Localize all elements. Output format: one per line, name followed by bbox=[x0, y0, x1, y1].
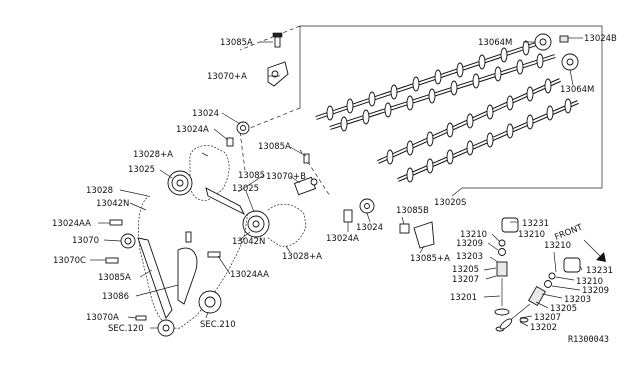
label-13210-upper[interactable]: 13210 bbox=[460, 230, 487, 240]
label-13086[interactable]: 13086 bbox=[102, 292, 129, 302]
label-13070c[interactable]: 13070C bbox=[53, 256, 86, 266]
label-sec120[interactable]: SEC.120 bbox=[108, 324, 144, 334]
sprocket-13070 bbox=[120, 233, 136, 249]
bolt-13024a-left bbox=[226, 137, 234, 147]
label-13209-right[interactable]: 13209 bbox=[582, 286, 609, 296]
camshafts bbox=[315, 38, 579, 183]
label-13024aa-upper[interactable]: 13024AA bbox=[52, 219, 91, 229]
label-13028a-upper[interactable]: 13028+A bbox=[133, 150, 173, 160]
bolt-13085a-mid bbox=[303, 153, 310, 164]
label-13064m-upper[interactable]: 13064M bbox=[478, 38, 512, 48]
label-13024b[interactable]: 13024B bbox=[584, 34, 617, 44]
label-13205-upper[interactable]: 13205 bbox=[452, 265, 479, 275]
label-13210-left[interactable]: 13210 bbox=[518, 230, 545, 240]
label-13202[interactable]: 13202 bbox=[530, 323, 557, 333]
tensioner-13070a-top bbox=[267, 61, 289, 87]
front-arrow-icon bbox=[583, 239, 606, 262]
label-front: FRONT bbox=[553, 222, 584, 242]
timing-chain-13028a-upper bbox=[189, 145, 230, 201]
valve-assembly-right bbox=[499, 257, 581, 330]
leader-lines bbox=[90, 37, 583, 329]
label-13201[interactable]: 13201 bbox=[450, 293, 477, 303]
camshaft-2 bbox=[329, 53, 556, 132]
label-13203-right[interactable]: 13203 bbox=[564, 295, 591, 305]
valve-assembly-left bbox=[494, 217, 519, 332]
label-13024-bottom[interactable]: 13024 bbox=[356, 223, 383, 233]
bolt-13024b bbox=[559, 35, 569, 43]
bolt-13085a-top bbox=[272, 32, 283, 48]
label-13028a-lower[interactable]: 13028+A bbox=[282, 252, 322, 262]
part-labels: 13085A 13070+A 13024 13024A 13028+A 1302… bbox=[52, 34, 617, 345]
camshaft-sprocket-13064m-lower bbox=[561, 53, 579, 71]
camshaft-3 bbox=[377, 78, 561, 165]
label-13085[interactable]: 13085 bbox=[238, 171, 265, 181]
label-13210-right[interactable]: 13210 bbox=[544, 241, 571, 251]
label-13085a-lower[interactable]: 13085A bbox=[98, 273, 131, 283]
bolt-13042n-upper bbox=[185, 231, 192, 243]
bolt-13085b bbox=[399, 223, 410, 234]
label-13024aa-lower[interactable]: 13024AA bbox=[230, 270, 269, 280]
label-13209-upper[interactable]: 13209 bbox=[456, 239, 483, 249]
bolt-13070c bbox=[105, 257, 119, 264]
label-13085b[interactable]: 13085B bbox=[396, 206, 429, 216]
camshaft-set-box bbox=[239, 25, 603, 197]
reference-code: R1300043 bbox=[568, 335, 609, 345]
label-13207-upper[interactable]: 13207 bbox=[452, 275, 479, 285]
bracket-13085a-plus bbox=[413, 221, 435, 249]
bolt-13070a-lower bbox=[135, 315, 147, 321]
timing-chain-13028a-lower bbox=[267, 203, 307, 247]
bolt-13024a-bottom bbox=[343, 209, 353, 223]
label-13042n-upper[interactable]: 13042N bbox=[96, 199, 129, 209]
label-13070[interactable]: 13070 bbox=[72, 236, 99, 246]
label-13070b[interactable]: 13070+B bbox=[266, 172, 306, 182]
label-13024a-bottom[interactable]: 13024A bbox=[326, 234, 359, 244]
label-13231-right[interactable]: 13231 bbox=[586, 266, 613, 276]
label-13024-left[interactable]: 13024 bbox=[192, 109, 219, 119]
camshaft-sprocket-13064m-upper bbox=[534, 33, 552, 51]
label-13207-right[interactable]: 13207 bbox=[534, 313, 561, 323]
label-13064m-lower[interactable]: 13064M bbox=[560, 85, 594, 95]
camshaft-4 bbox=[397, 98, 579, 183]
label-13042n-lower[interactable]: 13042N bbox=[232, 237, 265, 247]
label-13028[interactable]: 13028 bbox=[86, 186, 113, 196]
pump-sec210 bbox=[198, 290, 222, 314]
label-13085a-mid[interactable]: 13085A bbox=[258, 142, 291, 152]
bolt-13024aa-upper bbox=[109, 219, 123, 226]
label-13070a-lower[interactable]: 13070A bbox=[86, 313, 119, 323]
camshaft-1 bbox=[315, 38, 549, 121]
tensioner-arm-13086 bbox=[177, 247, 198, 305]
sprocket-13025-lower bbox=[242, 210, 270, 238]
label-13025-upper[interactable]: 13025 bbox=[128, 165, 155, 175]
sprocket-13025-upper bbox=[167, 170, 193, 196]
bolt-13024aa-lower bbox=[207, 251, 221, 258]
chain-guide-13085a-lower bbox=[137, 237, 173, 319]
chain-guide-13085 bbox=[205, 187, 246, 216]
tensioner-13070b bbox=[293, 176, 318, 196]
label-13205-right[interactable]: 13205 bbox=[550, 304, 577, 314]
label-13085a-plus[interactable]: 13085+A bbox=[410, 254, 450, 264]
label-13085a-top[interactable]: 13085A bbox=[220, 38, 253, 48]
label-sec210[interactable]: SEC.210 bbox=[200, 320, 236, 330]
label-13020s[interactable]: 13020S bbox=[434, 198, 466, 208]
label-13070a-top[interactable]: 13070+A bbox=[207, 72, 247, 82]
sprocket-13024-bottom bbox=[359, 198, 375, 214]
label-13210-right2[interactable]: 13210 bbox=[576, 277, 603, 287]
label-13024a-left[interactable]: 13024A bbox=[176, 125, 209, 135]
label-13025-lower[interactable]: 13025 bbox=[232, 184, 259, 194]
sprocket-13024-left bbox=[236, 121, 250, 135]
crank-sprocket-sec120 bbox=[157, 319, 175, 337]
label-13203-upper[interactable]: 13203 bbox=[456, 252, 483, 262]
label-13231-upper[interactable]: 13231 bbox=[522, 219, 549, 229]
